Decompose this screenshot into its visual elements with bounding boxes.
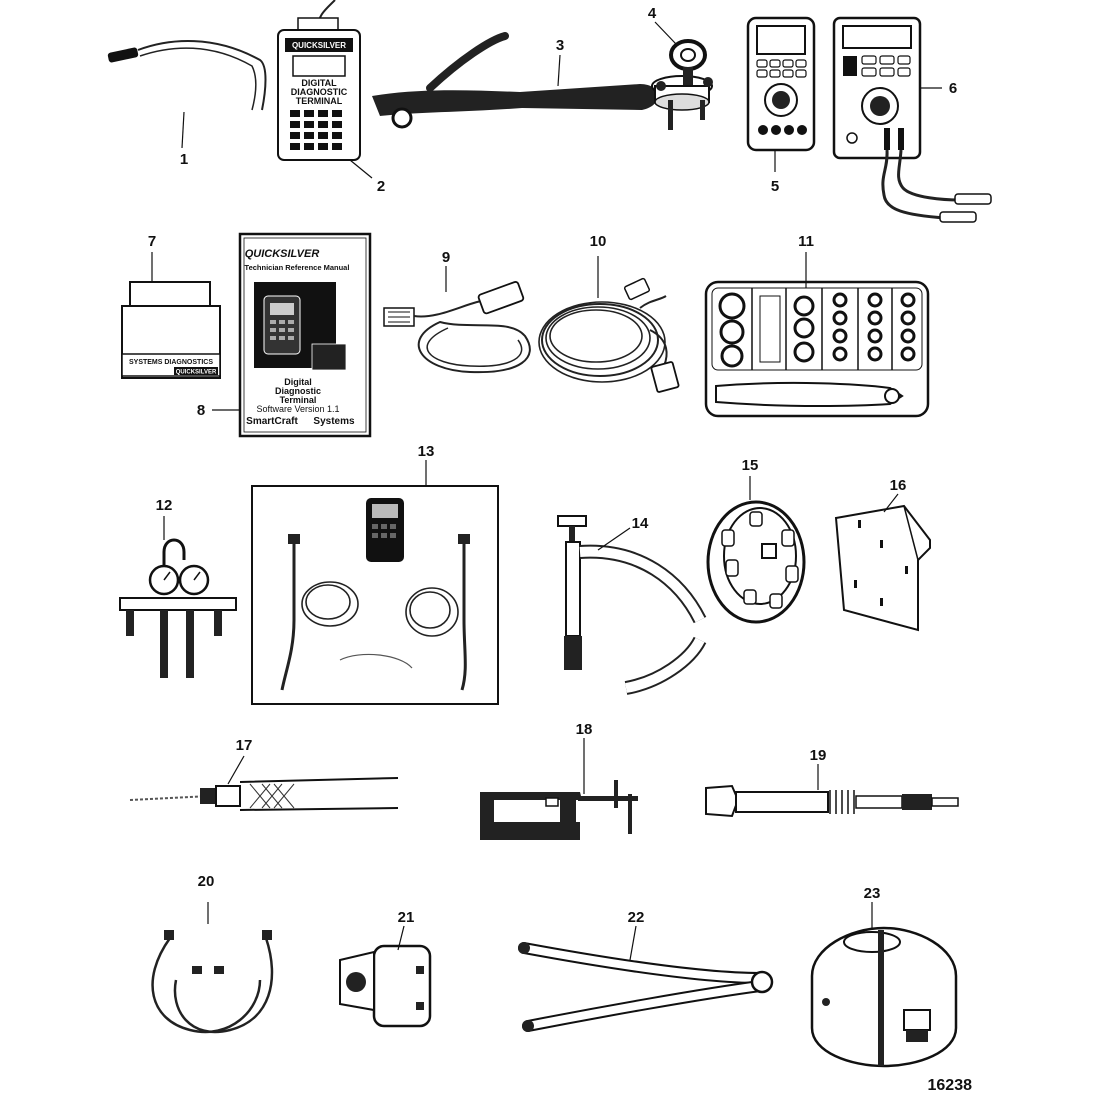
module-label: SYSTEMS DIAGNOSTICS	[129, 359, 213, 366]
callout-8: 8	[197, 402, 205, 419]
item-14-fluid-pump	[557, 515, 707, 695]
callout-12: 12	[156, 497, 173, 514]
manual-software-version: Software Version 1.1	[256, 404, 339, 414]
item-9-adapter-cable	[383, 266, 531, 374]
callout-4: 4	[648, 5, 657, 22]
callout-11: 11	[798, 233, 814, 250]
manual-product-2: Diagnostic	[275, 386, 321, 396]
item-17-hose-assembly	[129, 755, 399, 811]
callout-18: 18	[576, 721, 593, 738]
manual-system-right: Systems	[313, 416, 355, 427]
callout-19: 19	[810, 747, 827, 764]
callout-1: 1	[180, 151, 188, 168]
item-22-spanner-wrench	[518, 925, 774, 1032]
callout-6: 6	[949, 80, 957, 97]
item-5-multimeter	[746, 16, 816, 172]
item-18-c-clamp	[480, 738, 638, 840]
terminal-line-3: TERMINAL	[296, 96, 343, 106]
terminal-brand: QUICKSILVER	[292, 41, 346, 50]
item-2-digital-diagnostic-terminal: QUICKSILVER DIGITAL DIAGNOSTIC TERMINAL	[277, 0, 373, 179]
callout-5: 5	[771, 178, 779, 195]
callout-3: 3	[556, 37, 564, 54]
manual-title: Technician Reference Manual	[245, 263, 350, 272]
manual-product-3: Terminal	[280, 395, 317, 405]
item-13-diagnostic-kit	[251, 460, 499, 705]
callout-16: 16	[890, 477, 907, 494]
item-21-socket-tool	[339, 925, 432, 1028]
callout-2: 2	[377, 178, 385, 195]
item-23-split-collar	[810, 902, 958, 1068]
callout-20: 20	[198, 873, 215, 890]
callout-23: 23	[864, 885, 881, 902]
callout-15: 15	[742, 457, 759, 474]
item-19-threaded-tool	[705, 764, 959, 818]
item-20-jumper-harness	[151, 902, 274, 1034]
callout-9: 9	[442, 249, 450, 266]
item-11-o-ring-kit	[704, 252, 930, 418]
manual-system-left: SmartCraft	[246, 416, 298, 427]
callout-17: 17	[236, 737, 253, 754]
terminal-keypad	[290, 110, 342, 150]
callout-21: 21	[398, 909, 415, 926]
manual-product-1: Digital	[284, 377, 312, 387]
callout-13: 13	[418, 443, 435, 460]
item-10-coiled-harness	[538, 256, 680, 393]
terminal-line-2: DIAGNOSTIC	[291, 87, 348, 97]
item-12-gauge-manifold	[119, 516, 237, 678]
item-1-sensor-cable	[107, 40, 267, 149]
callout-22: 22	[628, 909, 645, 926]
figure-number: 16238	[928, 1077, 973, 1094]
terminal-line-1: DIGITAL	[301, 78, 337, 88]
module-brand: QUICKSILVER	[176, 370, 217, 376]
item-8-reference-manual: QUICKSILVER Technician Reference Manual …	[212, 232, 372, 438]
item-6-multimeter-with-leads	[832, 16, 992, 223]
callout-10: 10	[590, 233, 607, 250]
item-7-diagnostics-module: SYSTEMS DIAGNOSTICS QUICKSILVER	[121, 252, 221, 379]
item-16-mounting-plate	[834, 493, 931, 632]
item-3-handle-tool	[372, 32, 658, 129]
manual-brand: QUICKSILVER	[245, 248, 320, 260]
callout-7: 7	[148, 233, 156, 250]
callout-14: 14	[632, 515, 649, 532]
item-4-lifting-fixture	[651, 21, 713, 130]
item-15-filter-wrench	[706, 476, 806, 624]
